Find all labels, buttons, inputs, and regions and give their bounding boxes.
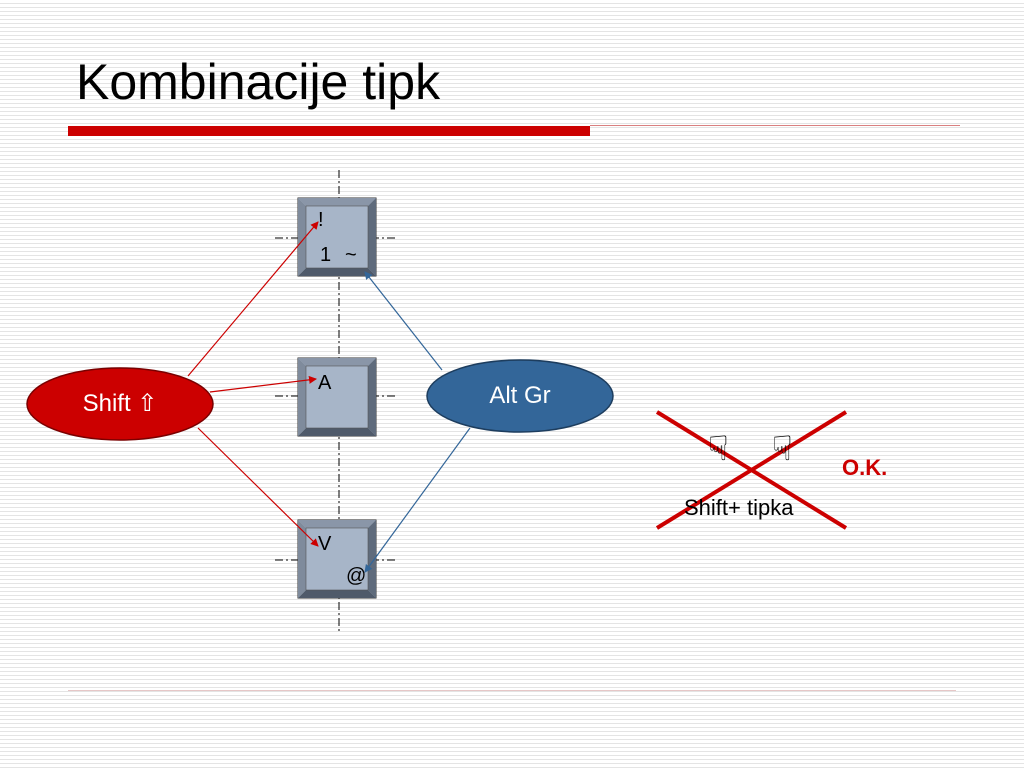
key-v-bottom-right-label: @ [346,565,367,587]
altgr-oval [426,359,614,433]
footer-rule [68,690,956,691]
key-one [297,197,377,277]
slide-title: Kombinacije tipk [76,54,441,110]
key-one-top-label: ! [318,209,324,231]
altgr-to-v-arrow [364,427,471,573]
key-one-bottom-left-label: 1 [320,244,332,266]
title-underline-thin [590,125,960,126]
cross-line [655,410,848,530]
altgr-to-one-arrow [364,271,443,371]
key-one-bottom-right-label: ~ [345,244,357,266]
key-a-label: A [318,372,332,394]
shift-oval [26,367,214,441]
shift-to-v-arrow [197,427,319,547]
key-v [297,519,377,599]
key-a [297,357,377,437]
pointing-hand-icon: ☟ [708,429,729,469]
pointing-hand-icon: ☟ [772,429,793,469]
title-underline-thick [68,126,590,136]
altgr-label: Alt Gr [489,382,551,409]
ok-label: O.K. [842,455,888,480]
shift-to-a-arrow [209,375,317,393]
shift-label: Shift ⇧ [82,390,158,417]
shift-tipka-caption: Shift+ tipka [684,495,794,520]
shift-to-one-arrow [187,221,319,377]
key-v-top-label: V [318,533,332,555]
